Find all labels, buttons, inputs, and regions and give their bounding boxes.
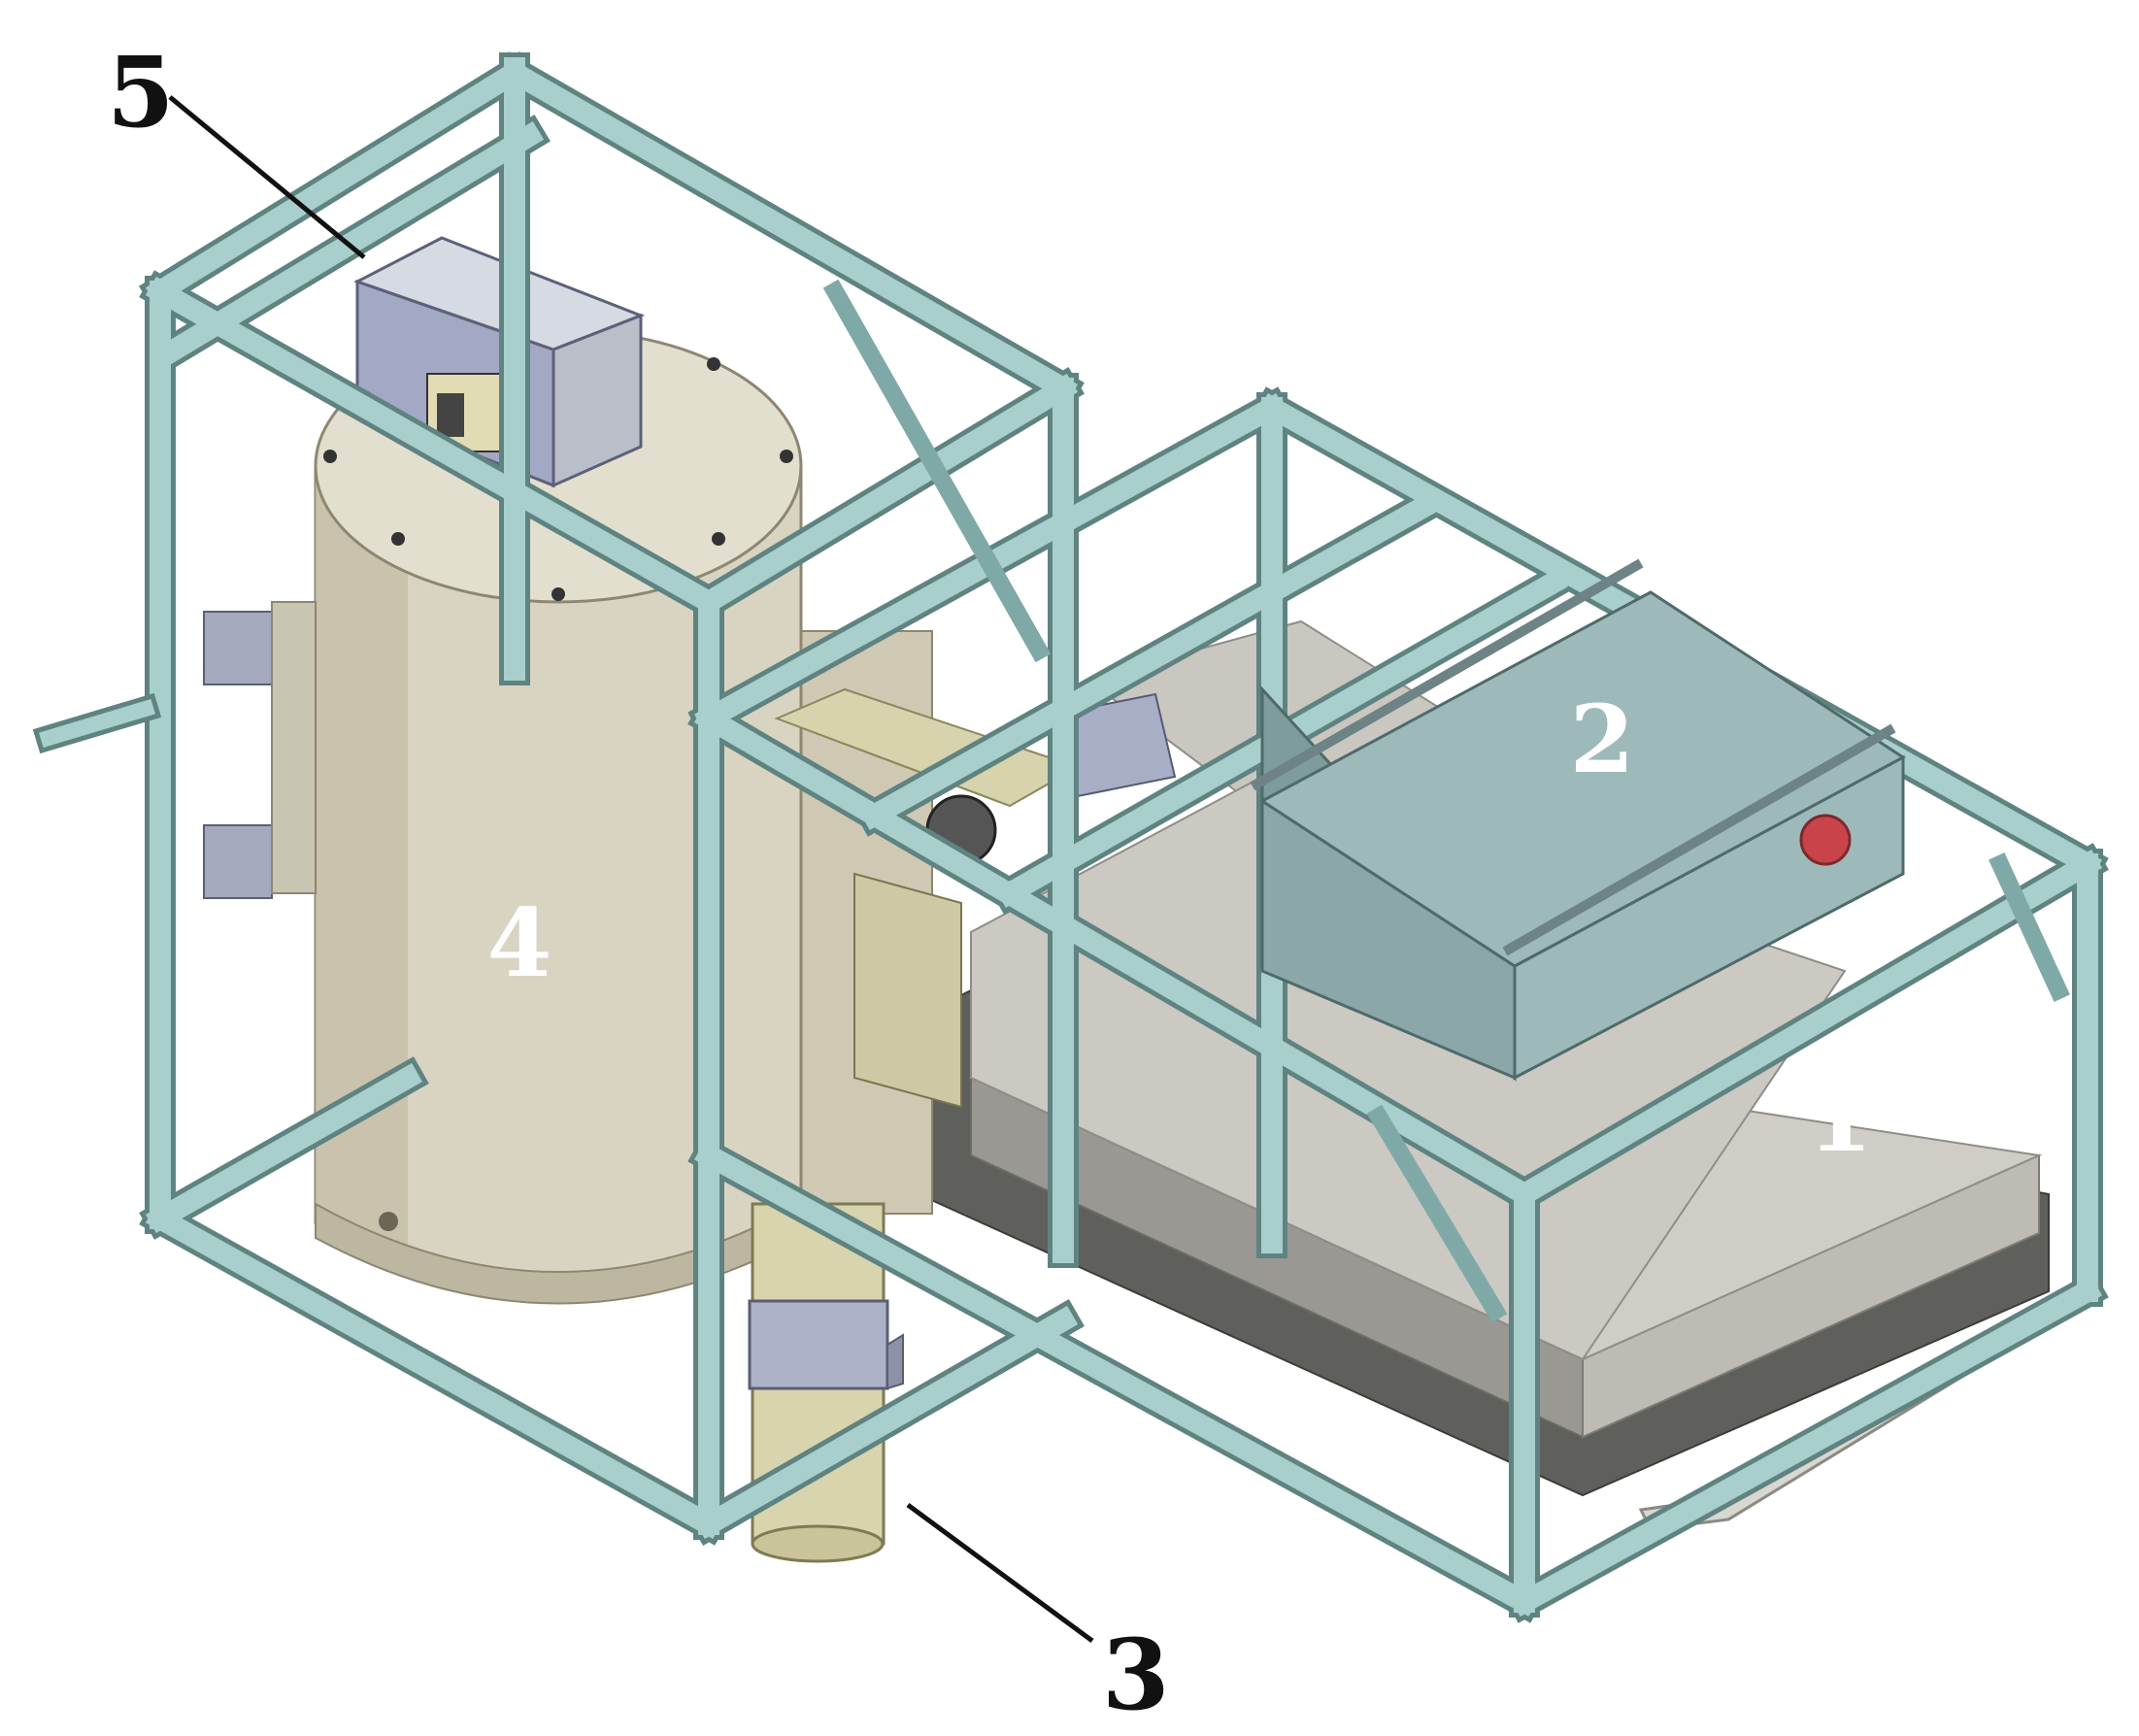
lid-bolt bbox=[391, 532, 405, 546]
tank-bracket bbox=[203, 611, 273, 685]
callout-label-4: 4 bbox=[487, 888, 552, 998]
control-keypad bbox=[437, 393, 464, 437]
tank-mount-plate bbox=[271, 601, 317, 894]
callout-label-2: 2 bbox=[1570, 684, 1635, 794]
lid-bolt bbox=[712, 532, 725, 546]
control-box-side bbox=[551, 313, 643, 488]
electrical-cabinet bbox=[1250, 558, 1906, 1082]
callout-label-1: 1 bbox=[1808, 1063, 1873, 1173]
cabinet-rail bbox=[1502, 723, 1896, 956]
pipe-clamp-tab bbox=[886, 1333, 904, 1390]
stop-button-icon bbox=[1799, 814, 1852, 866]
leader-line-3 bbox=[906, 1502, 1094, 1644]
callout-label-5: 5 bbox=[107, 35, 175, 150]
pipe-end bbox=[751, 1524, 885, 1563]
tank-shading bbox=[316, 466, 408, 1272]
cabinet-rail bbox=[1250, 558, 1644, 791]
pipe-clamp bbox=[748, 1299, 889, 1390]
leader-line-5 bbox=[168, 95, 366, 259]
callout-label-3: 3 bbox=[1102, 1618, 1170, 1732]
drain-port bbox=[379, 1212, 398, 1231]
tank-bracket bbox=[203, 824, 273, 899]
slide-assembly bbox=[774, 687, 1177, 1109]
slide-bracket bbox=[853, 872, 962, 1109]
cabinet-top bbox=[1259, 590, 1906, 968]
lid-bolt bbox=[551, 587, 565, 601]
lid-bolt bbox=[780, 450, 793, 463]
lid-bolt bbox=[323, 450, 337, 463]
lid-bolt bbox=[707, 357, 720, 371]
